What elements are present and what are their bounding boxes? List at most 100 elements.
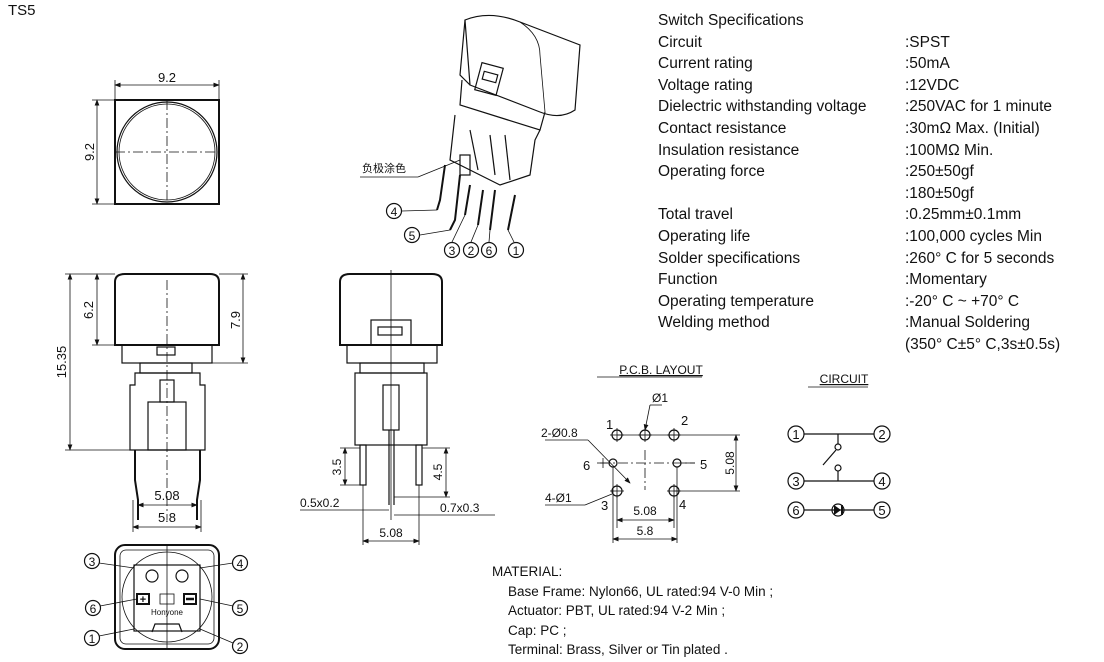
spec-label: Total travel [658, 206, 733, 224]
pcb-dim-vertical: 5.08 [723, 451, 737, 475]
specs-heading: Switch Specifications [658, 12, 804, 29]
spec-label: Insulation resistance [658, 141, 800, 159]
material-item: Actuator: PBT, UL rated:94 V-2 Min ; [508, 603, 726, 618]
front-pin-left [134, 450, 139, 520]
side-dim-pin-size-b: 0.7x0.3 [440, 501, 480, 515]
iso-base [449, 114, 541, 186]
spec-row: Insulation resistance :100MΩ Min. [658, 140, 1060, 162]
side-cap [339, 273, 443, 346]
spec-row: Total travel:0.25mm±0.1mm [658, 204, 1060, 226]
spec-row: Welding method :Manual Soldering [658, 312, 1060, 334]
spec-value: :30mΩ Max. (Initial) [905, 119, 1040, 137]
side-pin-right [415, 444, 423, 486]
front-body [129, 372, 206, 451]
front-view: 15.35 6.2 7.9 5.08 5.8 [54, 273, 248, 532]
side-pin-left [359, 444, 367, 486]
spec-value: :180±50gf [905, 184, 974, 202]
minus-terminal-icon [183, 593, 197, 605]
bottom-brand-label: Honyone [151, 608, 184, 617]
spec-row: Operating life :100,000 cycles Min [658, 226, 1060, 248]
pcb-led-hole-size-label: 2-Ø0.8 [541, 426, 578, 440]
spec-value: :100MΩ Min. [905, 141, 994, 159]
spec-value: :-20° C ~ +70° C [905, 292, 1020, 310]
iso-pin-callouts: 4 5 3 2 6 1 [385, 202, 525, 259]
pcb-layout: P.C.B. LAYOUT 5.08 5.08 5.8 [541, 363, 740, 543]
isometric-view: 负极涂色 4 5 3 2 6 1 [360, 14, 581, 259]
spec-row: Current rating :50mA [658, 53, 1060, 75]
svg-text:1: 1 [792, 427, 799, 442]
spec-value: :250VAC for 1 minute [905, 98, 1053, 116]
spec-row: Operating force :250±50gf [658, 161, 1060, 183]
svg-text:+: + [140, 594, 146, 606]
spec-row: Voltage rating :12VDC [658, 75, 1060, 97]
spec-label: Current rating [658, 55, 753, 73]
spec-value: :260° C for 5 seconds [905, 249, 1055, 267]
side-dim-long-pin: 4.5 [431, 463, 445, 480]
iso-pin-1 [507, 194, 516, 231]
svg-text:5: 5 [409, 229, 416, 243]
svg-text:6: 6 [486, 244, 493, 258]
bottom-view: + Honyone 3 4 6 5 1 2 [83, 544, 249, 655]
iso-pin-2 [477, 189, 484, 226]
spec-row: :180±50gf [658, 183, 1060, 205]
svg-text:2: 2 [878, 427, 885, 442]
material-item: Cap: PC ; [508, 622, 567, 638]
pcb-pin-label-2: 2 [681, 413, 688, 428]
side-dim-short-pin: 3.5 [330, 458, 344, 475]
spec-label: Dielectric withstanding voltage [658, 98, 867, 116]
iso-pin-4 [436, 164, 446, 211]
spec-label: Operating life [658, 227, 751, 245]
svg-text:3: 3 [89, 555, 96, 569]
spec-value: :250±50gf [905, 163, 974, 181]
spec-value: :12VDC [905, 76, 960, 94]
spec-value: :100,000 cycles Min [905, 227, 1042, 245]
pcb-dim-width: 5.8 [637, 524, 654, 538]
material-item: Base Frame: Nylon66, UL rated:94 V-0 Min… [508, 583, 774, 599]
pcb-pin-label-5: 5 [700, 457, 707, 472]
top-width-dim: 9.2 [158, 70, 176, 85]
side-view: 3.5 4.5 0.5x0.2 0.7x0.3 5.08 [300, 270, 495, 545]
spec-label: Welding method [658, 314, 770, 332]
svg-text:6: 6 [90, 602, 97, 616]
spec-label [658, 334, 905, 356]
spec-row: Operating temperature:-20° C ~ +70° C [658, 291, 1060, 313]
pcb-pin-label-1: 1 [606, 417, 613, 432]
front-cap [114, 273, 220, 346]
svg-text:6: 6 [792, 503, 799, 518]
front-pin-right [196, 450, 201, 520]
front-dim-total-height: 15.35 [54, 346, 69, 379]
top-height-dim: 9.2 [82, 143, 97, 161]
drawing-title: TS5 [8, 2, 36, 19]
svg-text:5: 5 [878, 503, 885, 518]
switch-contact-bottom [834, 464, 842, 472]
spec-value: :Momentary [905, 271, 987, 289]
svg-text:4: 4 [391, 205, 398, 219]
material-section: MATERIAL: Base Frame: Nylon66, UL rated:… [492, 562, 773, 660]
svg-text:3: 3 [449, 244, 456, 258]
spec-label: Circuit [658, 33, 702, 51]
top-view-outline [114, 99, 220, 205]
spec-value: (350° C±5° C,3s±0.5s) [905, 335, 1061, 353]
iso-pin-5 [449, 174, 461, 231]
spec-label: Voltage rating [658, 76, 753, 94]
spec-value: :50mA [905, 55, 950, 73]
switch-contact-top [834, 443, 842, 451]
spec-row: Function :Momentary [658, 269, 1060, 291]
svg-text:2: 2 [468, 244, 475, 258]
pcb-switch-hole-size-label: 4-Ø1 [545, 491, 572, 505]
pcb-pin-label-4: 4 [679, 497, 686, 512]
side-dim-pin-pitch: 5.08 [379, 526, 403, 540]
spec-label: Function [658, 271, 718, 289]
svg-text:1: 1 [89, 632, 96, 646]
iso-pin-6 [489, 189, 496, 231]
pcb-pin-label-6: 6 [583, 458, 590, 473]
svg-text:2: 2 [237, 640, 244, 654]
spec-label: Operating force [658, 163, 765, 181]
switch-lever [822, 449, 837, 466]
iso-polarity-note: 负极涂色 [362, 161, 406, 175]
spec-value: :Manual Soldering [905, 314, 1030, 332]
front-dim-pin-pitch: 5.08 [154, 488, 179, 503]
iso-cap [464, 14, 581, 117]
